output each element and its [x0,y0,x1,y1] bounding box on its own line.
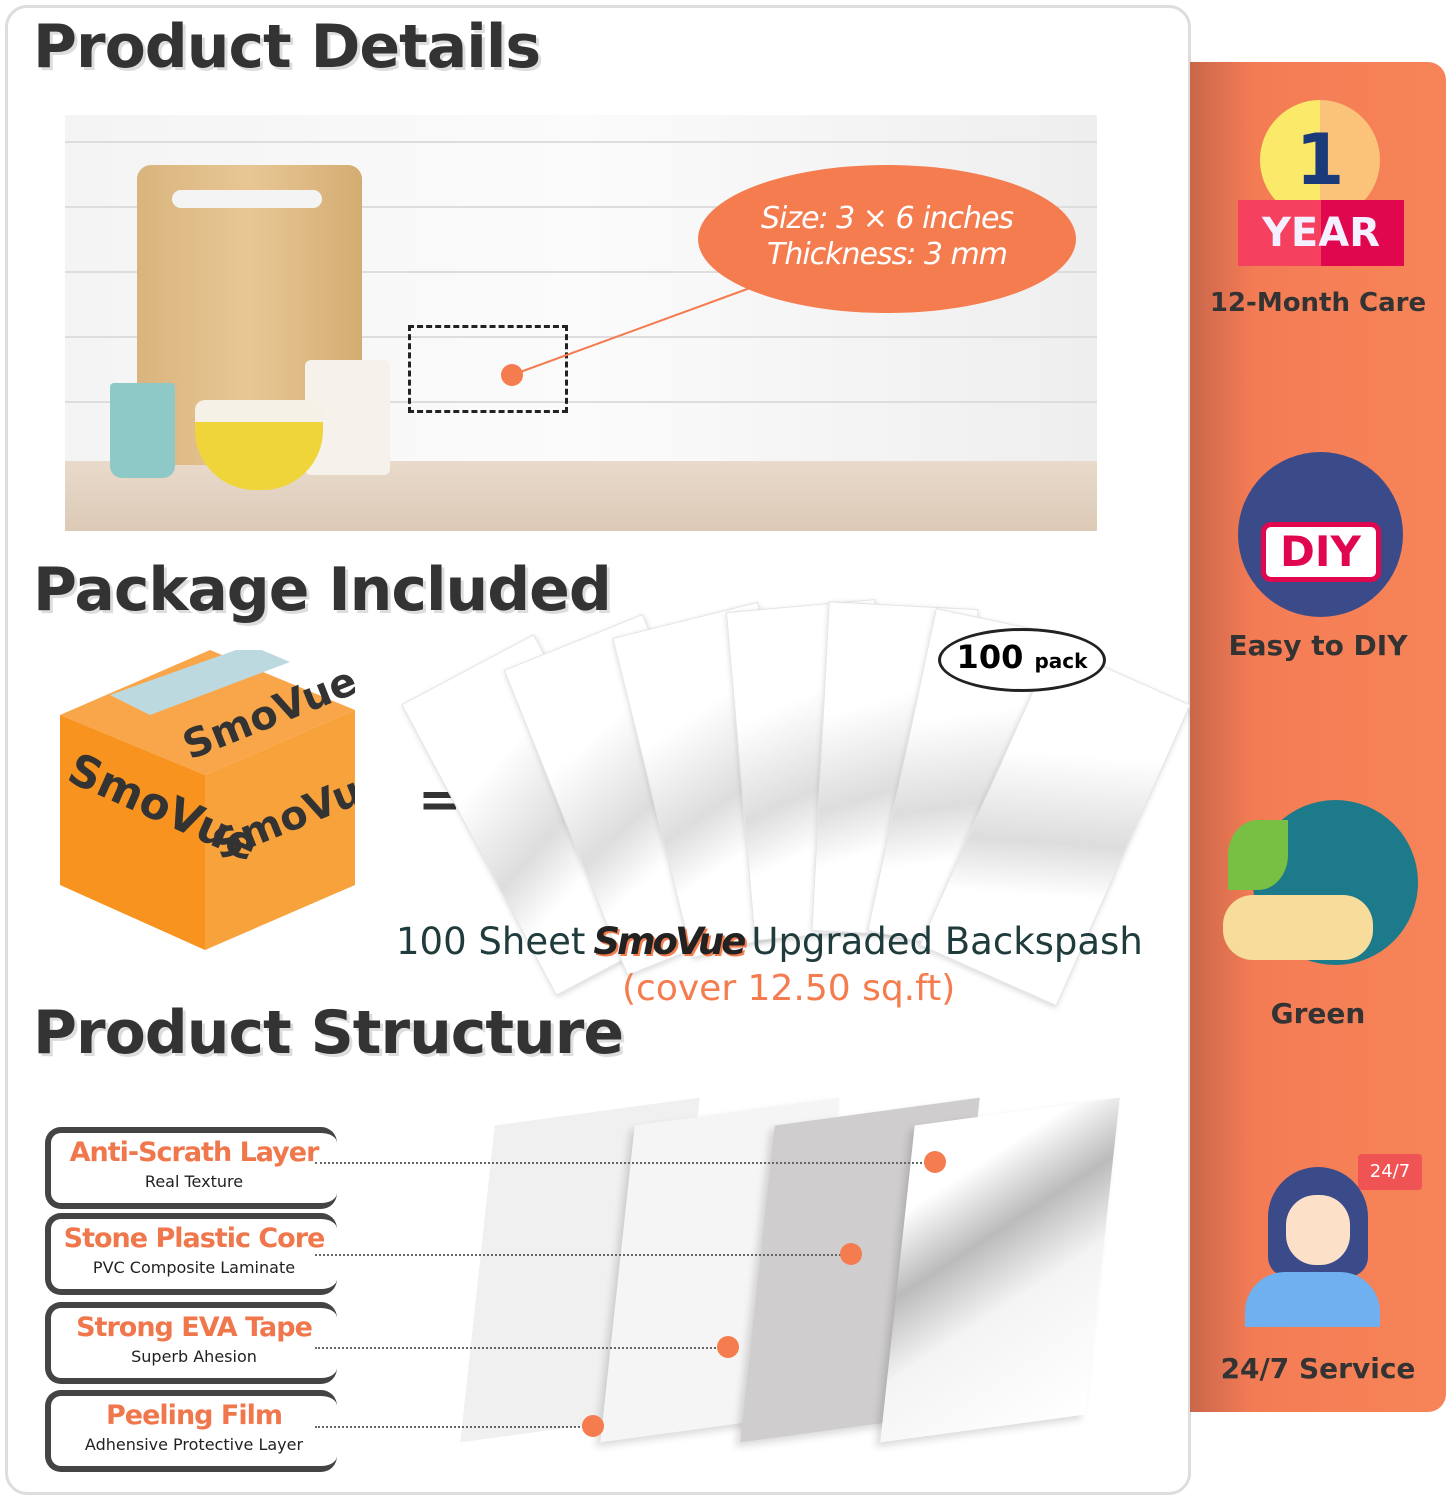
package-included-heading: Package Included [33,555,612,625]
caption-left: 100 Sheet [396,920,586,963]
customer-service-agent-icon [1268,1167,1368,1277]
layer-subtitle: PVC Composite Laminate [92,1258,296,1277]
diy-badge-text: DIY [1260,522,1381,582]
ribbon-text: YEAR [1261,210,1381,256]
eco-hand-leaf-icon [1223,800,1418,965]
size-callout: Size: 3 × 6 inches Thickness: 3 mm [698,165,1076,313]
leaf-shape [1228,820,1288,890]
callout-line [511,287,751,376]
layer-subtitle: Adhensive Protective Layer [84,1435,304,1454]
board-handle [172,190,322,208]
year-ribbon: YEAR [1238,200,1404,266]
leader-line [315,1347,720,1349]
layer-title: Peeling Film [106,1400,283,1431]
hand-shape [1223,895,1373,960]
features-sidebar: 1 YEAR 12-Month Care DIY Easy to DIY Gre… [1190,62,1446,1412]
product-structure-heading: Product Structure [33,998,624,1068]
diy-tools-icon: DIY [1238,452,1403,617]
feature-label: 12-Month Care [1209,288,1427,318]
layer-dot [924,1151,946,1173]
coverage-text: (cover 12.50 sq.ft) [622,968,956,1009]
layer-subtitle: Real Texture [144,1172,244,1191]
layer-title: Anti-Scrath Layer [69,1137,320,1168]
callout-dot [501,364,523,386]
leader-line [315,1162,930,1164]
layer-title: Strong EVA Tape [76,1312,313,1343]
layer-sheet [880,1097,1120,1443]
service-badge: 24/7 [1358,1154,1422,1190]
size-text: Size: 3 × 6 inches [760,201,1014,236]
service-badge-text: 24/7 [1369,1161,1411,1182]
package-box-icon: SmoVue SmoVue SmoVue [60,650,355,950]
leader-line [315,1426,587,1428]
caption-right: Upgraded Backspash [751,920,1143,963]
feature-label: 24/7 Service [1220,1352,1416,1385]
tile-highlight-box [408,325,568,413]
badge-number: 1 [1295,119,1345,201]
brand-logo: SmoVue [593,920,746,963]
feature-label: Easy to DIY [1228,629,1408,662]
cup [110,383,175,478]
agent-face [1286,1195,1350,1265]
layer-dot [717,1336,739,1358]
agent-body [1245,1272,1380,1327]
layer-dot [582,1415,604,1437]
feature-label: Green [1270,997,1366,1030]
product-details-heading: Product Details [33,12,541,82]
pack-unit: pack [1034,649,1088,673]
layer-subtitle: Superb Ahesion [131,1347,257,1366]
layer-title: Stone Plastic Core [63,1223,326,1254]
pack-count-badge: 100 pack [938,628,1106,692]
thickness-text: Thickness: 3 mm [767,237,1008,272]
leader-line [315,1254,845,1256]
pack-number: 100 [956,638,1024,676]
layer-dot [840,1243,862,1265]
bowl [195,400,323,490]
